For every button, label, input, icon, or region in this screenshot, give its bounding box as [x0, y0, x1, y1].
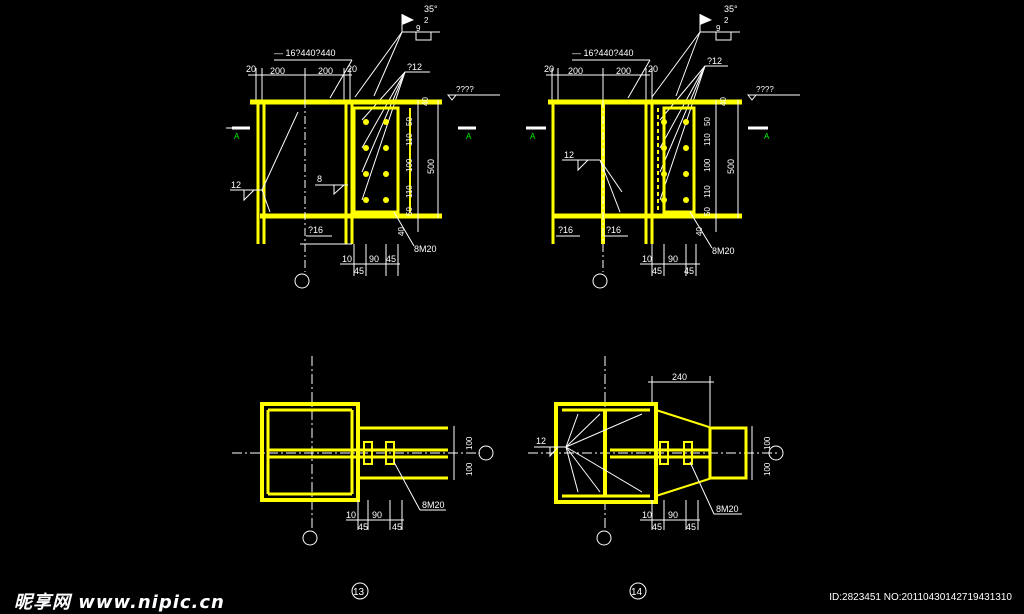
level-mark: ???? [456, 85, 474, 94]
dim-top-1: 20 [544, 64, 554, 74]
bottom-dim-1: 10 [642, 510, 652, 520]
axis-bubble [294, 273, 310, 289]
level-mark: ???? [756, 85, 774, 94]
vdim-3: 110 [703, 133, 712, 146]
bottom-dim-4: 45 [392, 522, 402, 532]
stiff-plate-b: ?16 [606, 225, 621, 235]
section-mark-right: A [466, 132, 472, 141]
dim-top-2: 200 [270, 66, 285, 76]
section-mark-left: A [234, 132, 240, 141]
detail-top-left: 35° 2 9 20 200 200 20 — 16?440?440 ?12 ?… [226, 4, 500, 289]
bottom-dim-2: 90 [369, 254, 379, 264]
weld-size: 12 [536, 436, 546, 446]
top-dim: 240 [672, 372, 687, 382]
dim-top-4: 20 [648, 64, 658, 74]
vdim-4: 100 [405, 158, 414, 172]
bolt-spec: 8M20 [712, 246, 735, 256]
axis-bubble-bottom [302, 530, 318, 546]
weld-size: 12 [564, 150, 574, 160]
vdim-7: 40 [695, 227, 704, 236]
detail-bottom-left: 100 100 8M20 10 90 45 45 13 [232, 356, 494, 600]
vdim-7: 40 [397, 227, 406, 236]
weld-size: 12 [231, 180, 241, 190]
vdim-3: 110 [405, 133, 414, 146]
vdim-1: 40 [421, 97, 430, 106]
axis-bubble-right [768, 445, 784, 461]
bolt-spec: 8M20 [716, 504, 739, 514]
plate-label: — 16?440?440 [274, 48, 336, 58]
detail-bottom-right: 240 12 100 100 8M20 10 [528, 356, 784, 600]
bolt-group [661, 119, 689, 203]
weld-size-2: 8 [317, 174, 322, 184]
vdim-6: 50 [703, 207, 712, 216]
vdim-4: 100 [703, 158, 712, 172]
caption: 14 [631, 587, 643, 598]
caption-circle [351, 582, 369, 600]
footer-bar: 昵享网 www.nipic.cn ID:2823451 NO:201104301… [0, 586, 1024, 613]
bolt-group [363, 119, 389, 203]
bottom-dim-1: 10 [342, 254, 352, 264]
total-height: 500 [726, 159, 736, 174]
bottom-dim-2: 90 [668, 254, 678, 264]
bottom-dim-3: 45 [354, 266, 364, 276]
dim-top-3: 200 [318, 66, 333, 76]
bottom-dim-2: 90 [372, 510, 382, 520]
vdim-1: 40 [719, 97, 728, 106]
vdim-2: 100 [763, 462, 772, 476]
flag-angle: 35° [424, 4, 438, 14]
vdim-6: 50 [405, 207, 414, 216]
bottom-dim-4: 45 [386, 254, 396, 264]
vdim-2: 100 [465, 462, 474, 476]
dim-top-2: 200 [568, 66, 583, 76]
flag-size-b: 9 [716, 24, 721, 33]
dim-top-4: 20 [347, 64, 357, 74]
bottom-dim-2: 90 [668, 510, 678, 520]
plate-label: — 16?440?440 [572, 48, 634, 58]
bolt-dia-label: ?12 [707, 56, 722, 66]
stiff-plate-a: ?16 [558, 225, 573, 235]
stiff-plate-label: ?16 [308, 225, 323, 235]
bolt-spec: 8M20 [414, 244, 437, 254]
bottom-dim-4: 45 [686, 522, 696, 532]
bolt-dia-label: ?12 [407, 62, 422, 72]
flag-size-a: 2 [424, 16, 429, 25]
flag-size-a: 2 [724, 16, 729, 25]
vdim-2: 50 [703, 117, 712, 126]
bottom-dim-3: 45 [652, 522, 662, 532]
bottom-dim-1: 10 [642, 254, 652, 264]
weld-flag-symbol: 35° 2 9 [651, 4, 740, 98]
bolt-spec: 8M20 [422, 500, 445, 510]
axis-bubble-bottom [596, 530, 612, 546]
flag-angle: 35° [724, 4, 738, 14]
bottom-dim-3: 45 [652, 266, 662, 276]
section-mark-left: A [530, 132, 536, 141]
bottom-dim-1: 10 [346, 510, 356, 520]
dim-top-1: 20 [246, 64, 256, 74]
vdim-1: 100 [465, 436, 474, 450]
section-mark-right: A [764, 132, 770, 141]
weld-flag-symbol: 35° 2 9 [354, 4, 440, 98]
vdim-5: 110 [703, 185, 712, 198]
vdim-5: 110 [405, 185, 414, 198]
axis-bubble-right [478, 445, 494, 461]
flag-size-b: 9 [416, 24, 421, 33]
detail-top-right: 35° 2 9 20 200 200 20 — 16?440?440 ?12 ?… [526, 4, 800, 289]
bottom-dim-4: 45 [684, 266, 694, 276]
site-logo: 昵享网 www.nipic.cn [14, 592, 225, 613]
dim-top-3: 200 [616, 66, 631, 76]
image-id-text: ID:2823451 NO:20110430142719431310 [829, 592, 1012, 603]
bottom-dim-3: 45 [358, 522, 368, 532]
vdim-1: 100 [763, 436, 772, 450]
caption-circle [629, 582, 647, 600]
vdim-2: 50 [405, 117, 414, 126]
total-height: 500 [426, 159, 436, 174]
axis-bubble [592, 273, 608, 289]
caption: 13 [353, 587, 365, 598]
